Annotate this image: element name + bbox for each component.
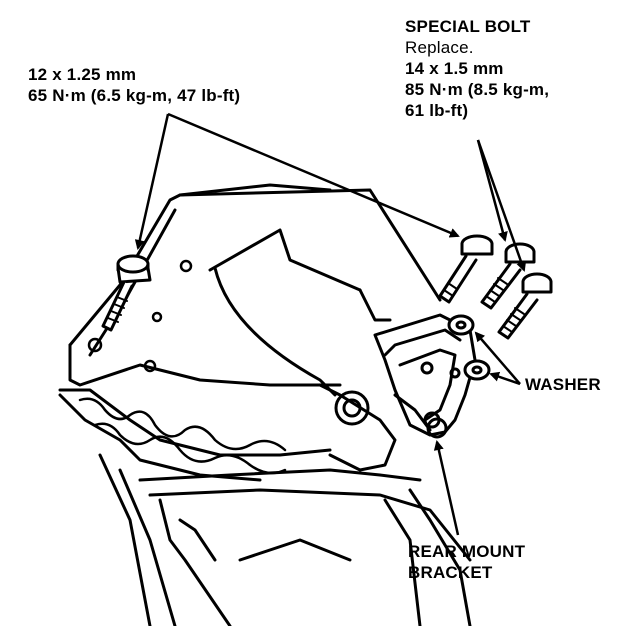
left-bolt-torque: 65 N·m (6.5 kg-m, 47 lb-ft) bbox=[28, 86, 241, 105]
special-bolt-torque-line1: 85 N·m (8.5 kg-m, bbox=[405, 80, 550, 99]
washer-callout: WASHER bbox=[525, 374, 601, 395]
special-bolt-title: SPECIAL BOLT bbox=[405, 17, 531, 36]
left-bolt-callout: 12 x 1.25 mm 65 N·m (6.5 kg-m, 47 lb-ft) bbox=[28, 64, 240, 106]
transmission-housing bbox=[58, 183, 472, 626]
rear-mount-bracket-line2: BRACKET bbox=[408, 563, 493, 582]
washers bbox=[447, 314, 491, 381]
rear-mount-bracket-callout: REAR MOUNT BRACKET bbox=[408, 541, 525, 583]
special-bolt-size: 14 x 1.5 mm bbox=[405, 59, 504, 78]
rear-mount-bracket-line1: REAR MOUNT bbox=[408, 542, 526, 561]
special-bolt-2 bbox=[497, 272, 553, 340]
upper-bolt bbox=[438, 234, 494, 304]
special-bolt-torque-line2: 61 lb-ft) bbox=[405, 101, 469, 120]
leader-lines bbox=[134, 112, 527, 536]
left-bolt-size: 12 x 1.25 mm bbox=[28, 65, 137, 84]
left-bolt bbox=[101, 254, 152, 332]
special-bolt-1 bbox=[480, 242, 536, 310]
special-bolt-note: Replace. bbox=[405, 38, 474, 57]
special-bolt-callout: SPECIAL BOLT Replace. 14 x 1.5 mm 85 N·m… bbox=[405, 16, 549, 121]
washer-label: WASHER bbox=[525, 375, 601, 394]
